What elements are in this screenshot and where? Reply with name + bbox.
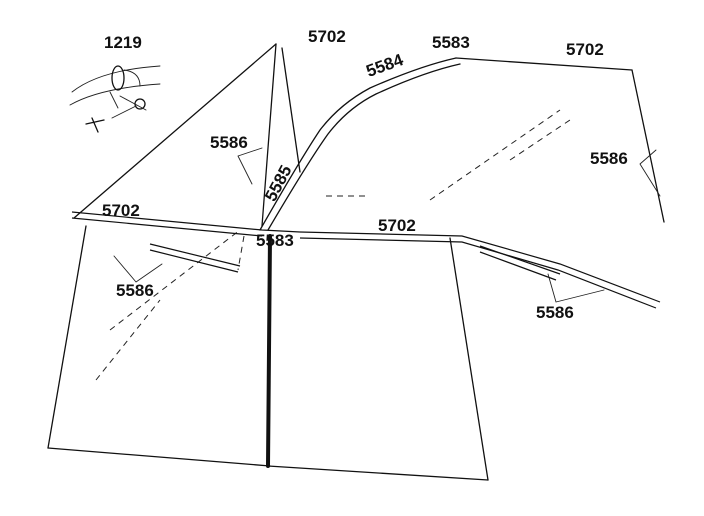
part-label-5702-right: 5702 — [566, 40, 604, 59]
left-door-glass — [47, 43, 277, 467]
part-label-5586-lower-right: 5586 — [536, 303, 574, 322]
belt-moldings — [71, 211, 661, 309]
part-label-5586-left: 5586 — [116, 281, 154, 300]
part-label-5583-top: 5583 — [432, 33, 470, 52]
right-door-glass — [267, 57, 665, 481]
center-pillar — [237, 43, 461, 468]
part-label-5583-center: 5583 — [256, 231, 294, 250]
part-label-5586-right: 5586 — [590, 149, 628, 168]
part-label-5702-top: 5702 — [308, 27, 346, 46]
part-label-5702-left: 5702 — [102, 201, 140, 220]
leader-lines — [113, 147, 661, 303]
part-label-1219: 1219 — [104, 33, 142, 52]
part-label-5702-center: 5702 — [378, 216, 416, 235]
clip-detail-inset — [69, 65, 161, 133]
part-label-5586-upper: 5586 — [210, 133, 248, 152]
